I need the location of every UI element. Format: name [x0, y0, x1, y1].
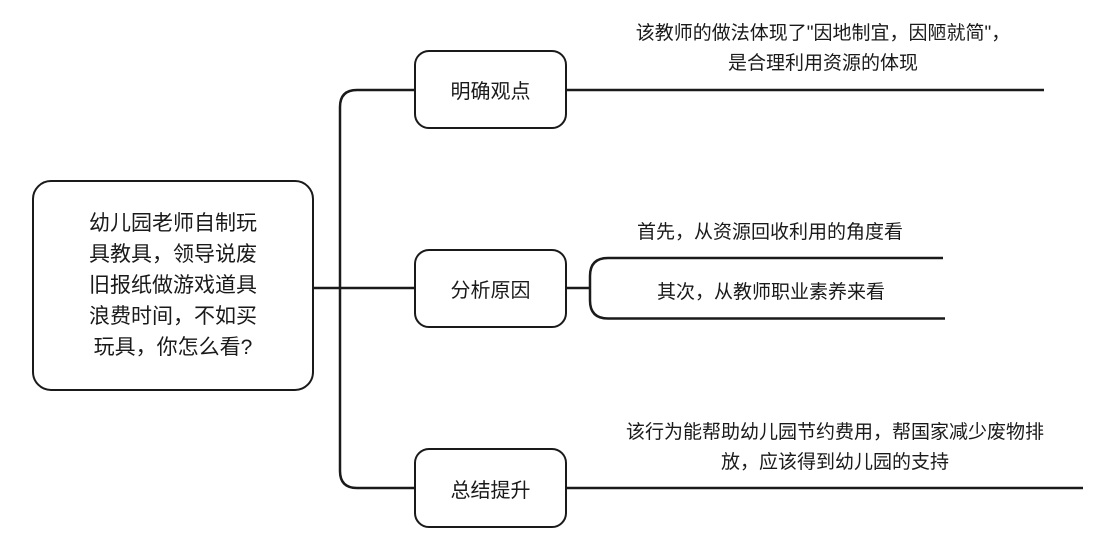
root-node-label: 幼儿园老师自制玩 具教具，领导说废 旧报纸做游戏道具 浪费时间，不如买 玩具，你… [89, 212, 257, 359]
branch-node-summary-label: 总结提升 [450, 479, 531, 502]
branch-node-summary[interactable]: 总结提升 [414, 448, 567, 528]
leaf-node-reason-first[interactable]: 首先，从资源回收利用的角度看 [636, 222, 903, 243]
root-node[interactable]: 幼儿园老师自制玩 具教具，领导说废 旧报纸做游戏道具 浪费时间，不如买 玩具，你… [32, 180, 314, 391]
leaf-node-summary-detail[interactable]: 该行为能帮助幼儿园节约费用，帮国家减少废物排 放，应该得到幼儿园的支持 [625, 422, 1044, 473]
leaf-node-reason-second[interactable]: 其次，从教师职业素养来看 [656, 282, 885, 303]
branch-node-analysis[interactable]: 分析原因 [414, 249, 567, 328]
leaf-node-viewpoint-detail[interactable]: 该教师的做法体现了"因地制宜，因陋就简"， 是合理利用资源的体现 [635, 23, 1011, 74]
branch-node-viewpoint-label: 明确观点 [450, 81, 531, 103]
branch-node-viewpoint[interactable]: 明确观点 [414, 50, 567, 129]
branch-node-analysis-label: 分析原因 [450, 280, 531, 302]
